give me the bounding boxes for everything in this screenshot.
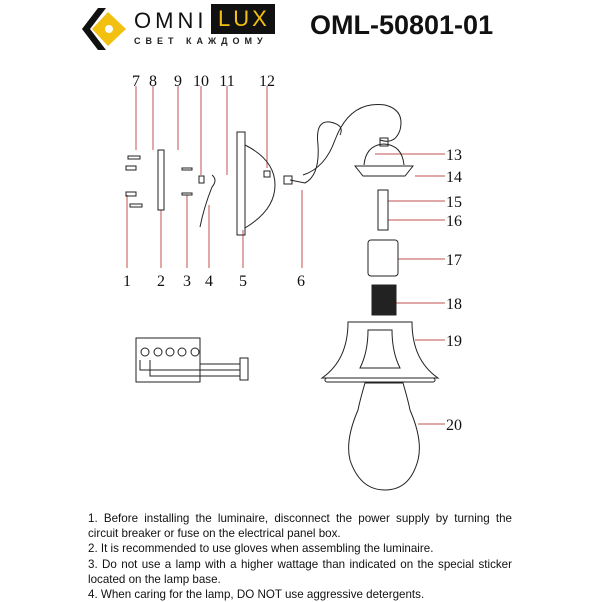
label-15: 15 [446, 194, 462, 211]
model-number: OML-50801-01 [310, 10, 494, 40]
label-7: 7 [132, 73, 140, 90]
label-1: 1 [123, 273, 131, 290]
label-16: 16 [446, 213, 462, 230]
label-9: 9 [174, 73, 182, 90]
exploded-assembly-diagram: 7 8 9 10 11 12 1 2 3 4 5 6 13 14 15 16 1… [123, 73, 462, 491]
label-14: 14 [446, 169, 462, 186]
label-10: 10 [193, 73, 209, 90]
instruction-1: 1. Before installing the luminaire, disc… [88, 512, 512, 541]
brand-name-lux: LUX [211, 4, 275, 34]
instruction-4: 4. When caring for the lamp, DO NOT use … [88, 588, 425, 602]
label-8: 8 [149, 73, 157, 90]
safety-instructions: 1. Before installing the luminaire, disc… [88, 511, 512, 602]
label-3: 3 [183, 273, 191, 290]
omnilux-logo-icon [82, 8, 126, 50]
label-13: 13 [446, 147, 462, 164]
instruction-3: 3. Do not use a lamp with a higher watta… [88, 557, 512, 586]
label-20: 20 [446, 417, 462, 434]
instruction-2: 2. It is recommended to use gloves when … [88, 542, 434, 556]
label-12: 12 [259, 73, 275, 90]
label-4: 4 [205, 273, 213, 290]
label-5: 5 [239, 273, 247, 290]
label-11: 11 [219, 73, 234, 90]
label-17: 17 [446, 252, 462, 269]
leader-lines [126, 86, 445, 425]
part-number-labels: 7 8 9 10 11 12 1 2 3 4 5 6 13 14 15 16 1… [123, 73, 462, 434]
brand-name-omni: OMNI [134, 8, 208, 33]
label-18: 18 [446, 296, 462, 313]
parts-drawing [125, 103, 440, 491]
label-19: 19 [446, 333, 462, 350]
label-6: 6 [297, 273, 305, 290]
label-2: 2 [157, 273, 165, 290]
brand-tagline: СВЕТ КАЖДОМУ [134, 36, 268, 46]
